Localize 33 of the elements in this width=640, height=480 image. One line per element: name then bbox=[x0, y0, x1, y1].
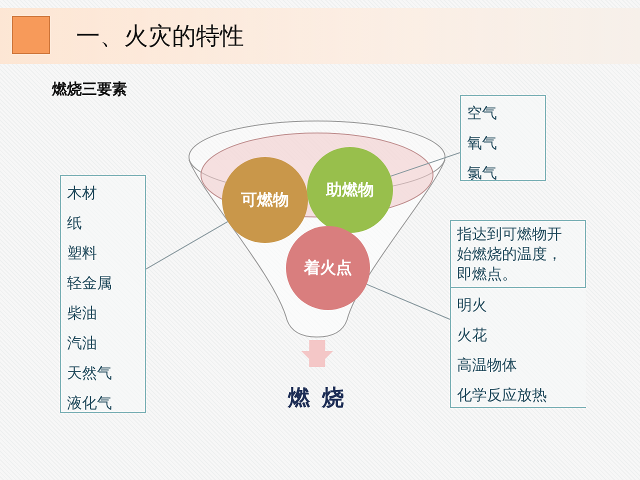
list-box bbox=[60, 175, 146, 413]
list-item: 天然气 bbox=[66, 363, 113, 384]
list-item: 木材 bbox=[66, 183, 98, 204]
connector-line bbox=[146, 221, 228, 270]
list-item: 液化气 bbox=[66, 393, 113, 414]
list-item: 轻金属 bbox=[66, 273, 113, 294]
element-circle bbox=[286, 226, 370, 310]
list-item: 高温物体 bbox=[456, 355, 518, 376]
list-item: 氧气 bbox=[466, 133, 498, 154]
list-item: 明火 bbox=[456, 295, 488, 316]
list-item: 汽油 bbox=[66, 333, 98, 354]
circle-label: 着火点 bbox=[304, 258, 352, 278]
list-item: 氯气 bbox=[466, 163, 498, 184]
block-arrow bbox=[301, 340, 334, 367]
definition-text: 指达到可燃物开始燃烧的温度，即燃点。 bbox=[457, 224, 563, 284]
element-circle bbox=[307, 147, 393, 233]
connector-line bbox=[390, 152, 460, 177]
list-box bbox=[460, 95, 546, 181]
result-text: 燃 烧 bbox=[286, 385, 347, 413]
section-heading: 燃烧三要素 bbox=[52, 80, 127, 99]
list-item: 化学反应放热 bbox=[456, 385, 548, 406]
list-item: 火花 bbox=[456, 325, 488, 346]
list-item: 空气 bbox=[466, 103, 498, 124]
circle-label: 可燃物 bbox=[241, 190, 289, 210]
element-circle bbox=[222, 157, 308, 243]
list-box bbox=[450, 288, 586, 408]
list-item: 塑料 bbox=[66, 243, 98, 264]
note-box bbox=[450, 220, 586, 288]
connector-line bbox=[366, 284, 450, 320]
list-item: 纸 bbox=[66, 213, 83, 234]
circle-label: 助燃物 bbox=[326, 180, 374, 200]
list-item: 柴油 bbox=[66, 303, 98, 324]
title: 一、火灾的特性 bbox=[76, 21, 244, 52]
